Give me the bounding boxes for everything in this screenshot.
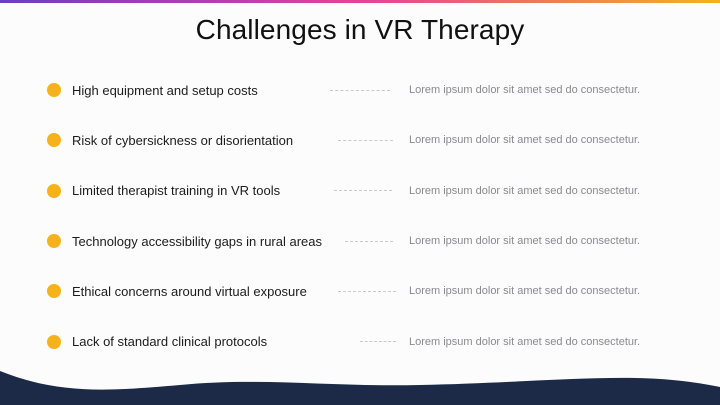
challenge-description: Lorem ipsum dolor sit amet sed do consec… [409,184,641,197]
challenge-label: High equipment and setup costs [72,82,258,98]
slide-title: Challenges in VR Therapy [195,14,525,45]
list-item: Ethical concerns around virtual exposure… [0,266,720,316]
bullet-dot-icon [47,83,61,98]
bullet-dot-icon [47,334,61,349]
bullet-dot-icon [47,284,61,299]
challenge-description: Lorem ipsum dolor sit amet sed do consec… [409,335,641,348]
dashed-connector [338,139,393,141]
dashed-connector [330,89,390,91]
bullet-dot-icon [47,183,61,198]
challenge-description: Lorem ipsum dolor sit amet sed do consec… [409,235,641,248]
challenge-label: Risk of cybersickness or disorientation [72,132,294,148]
challenge-label: Limited therapist training in VR tools [72,183,281,199]
dashed-connector [360,341,396,343]
list-item: Lack of standard clinical protocols Lore… [0,316,720,366]
dashed-connector [338,290,396,292]
list-item: Limited therapist training in VR tools L… [0,166,720,216]
footer-wave [0,371,720,405]
dashed-connector [334,190,392,192]
dashed-connector [345,240,393,242]
bullet-dot-icon [47,133,61,148]
challenge-description: Lorem ipsum dolor sit amet sed do consec… [409,285,641,298]
list-item: Risk of cybersickness or disorientation … [0,115,720,165]
challenge-label: Technology accessibility gaps in rural a… [72,233,323,249]
challenge-description: Lorem ipsum dolor sit amet sed do consec… [409,134,641,147]
list-item: Technology accessibility gaps in rural a… [0,216,720,266]
top-accent-bar [0,0,720,3]
bullet-dot-icon [47,234,61,249]
challenge-description: Lorem ipsum dolor sit amet sed do consec… [409,84,641,97]
challenge-label: Ethical concerns around virtual exposure [72,283,307,299]
challenge-list: High equipment and setup costs Lorem ips… [0,65,720,367]
challenge-label: Lack of standard clinical protocols [72,334,268,350]
list-item: High equipment and setup costs Lorem ips… [0,65,720,115]
